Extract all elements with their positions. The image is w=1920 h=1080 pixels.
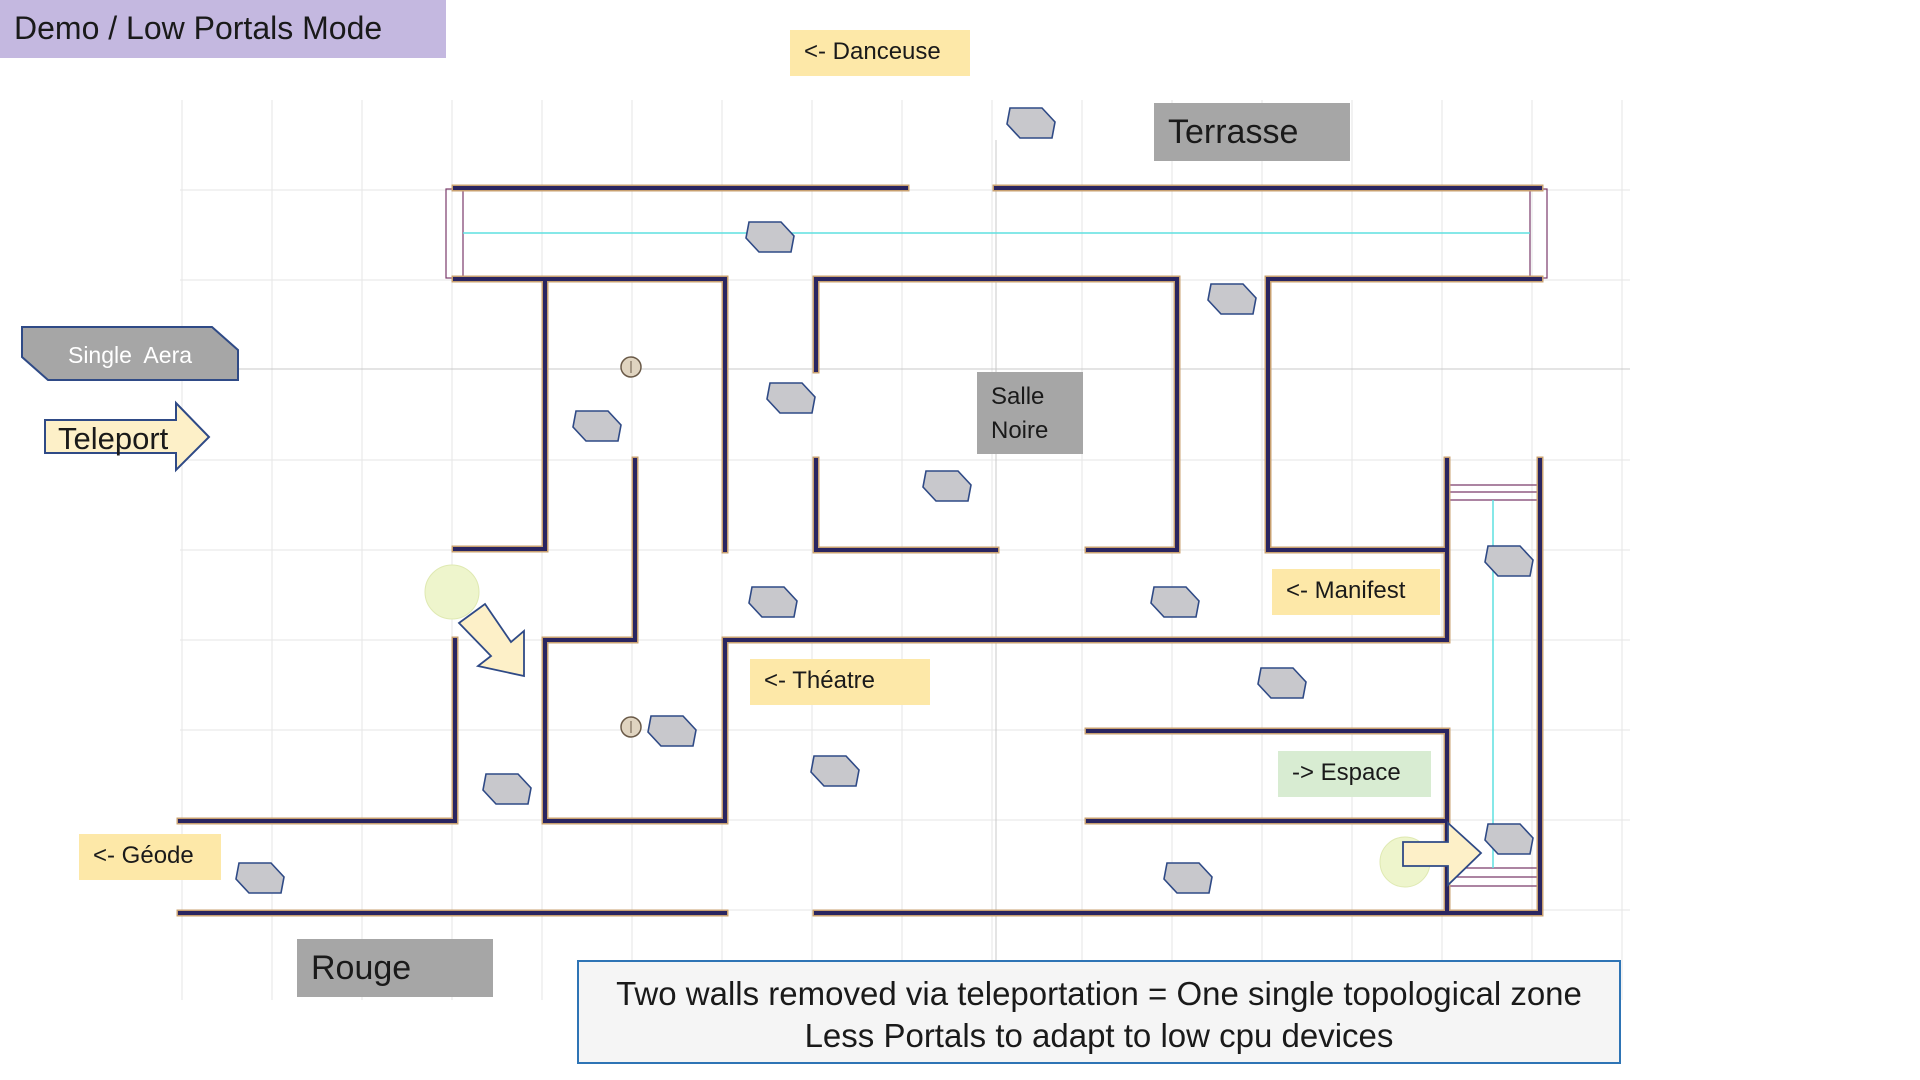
marker: [647, 715, 697, 747]
axis-lines: [180, 140, 1630, 1000]
teleport-glow: [424, 564, 480, 620]
explanation-note: Two walls removed via teleportation = On…: [577, 960, 1621, 1064]
label-espace: -> Espace: [1278, 751, 1431, 797]
marker: [235, 862, 285, 894]
teleport-legend-arrow-icon: [44, 400, 211, 473]
label-theatre: <- Théatre: [750, 659, 930, 705]
marker: [745, 221, 795, 253]
marker: [572, 410, 622, 442]
note-line-1: Two walls removed via teleportation = On…: [616, 975, 1582, 1012]
marker: [1163, 862, 1213, 894]
single-area-badge: [21, 326, 239, 381]
label-danceuse: <- Danceuse: [790, 30, 970, 76]
marker: [1207, 283, 1257, 315]
label-terrasse: Terrasse: [1154, 103, 1350, 161]
round-marker: [620, 356, 642, 378]
marker: [1006, 107, 1056, 139]
markers: [235, 107, 1534, 894]
marker: [1150, 586, 1200, 618]
teleport-arrow-icon: [1402, 820, 1483, 888]
marker: [766, 382, 816, 414]
marker: [1257, 667, 1307, 699]
marker: [482, 773, 532, 805]
marker: [1484, 545, 1534, 577]
label-geode: <- Géode: [79, 834, 221, 880]
label-salle-noire: Salle Noire: [977, 372, 1083, 454]
marker: [922, 470, 972, 502]
label-rouge: Rouge: [297, 939, 493, 997]
single-area-label: Single Aera: [68, 342, 192, 368]
round-marker: [620, 716, 642, 738]
salle-noire-line1: Salle: [991, 383, 1045, 410]
teleport-legend-label: Teleport: [58, 421, 169, 456]
marker: [810, 755, 860, 787]
page-title: Demo / Low Portals Mode: [0, 0, 446, 58]
marker: [748, 586, 798, 618]
label-manifest: <- Manifest: [1272, 569, 1440, 615]
round-markers: [620, 356, 642, 738]
teleport-arrow-icon: [457, 602, 525, 678]
note-line-2: Less Portals to adapt to low cpu devices: [804, 1017, 1394, 1054]
marker: [1484, 823, 1534, 855]
salle-noire-line2: Noire: [991, 417, 1049, 444]
